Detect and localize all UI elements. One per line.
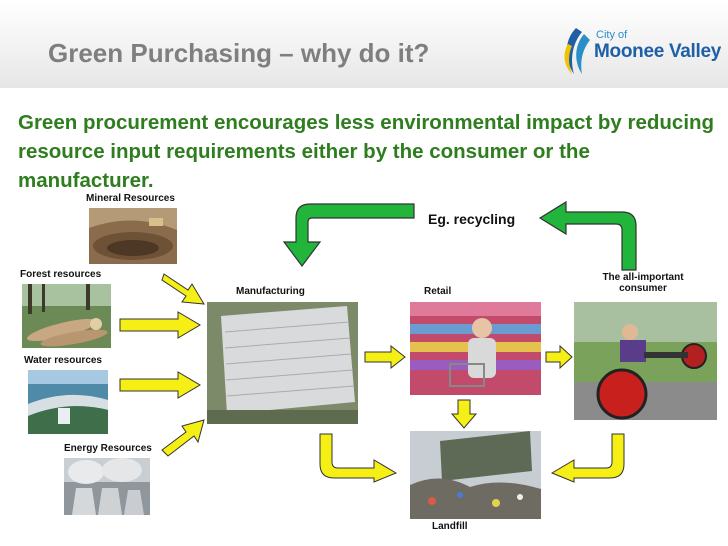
arrow-consumer-to-landfill-icon bbox=[550, 433, 625, 483]
label-forest-resources: Forest resources bbox=[20, 269, 102, 280]
label-energy-resources: Energy Resources bbox=[64, 443, 152, 454]
energy-power-station-photo bbox=[64, 458, 150, 515]
mineral-mine-photo bbox=[89, 208, 177, 264]
arrow-water-to-manufacturing-icon bbox=[119, 371, 201, 399]
consumer-trike-photo bbox=[574, 302, 717, 420]
arrow-forest-to-manufacturing-icon bbox=[119, 311, 201, 339]
forest-logs-photo bbox=[22, 284, 111, 348]
intro-statement: Green procurement encourages less enviro… bbox=[18, 111, 715, 192]
water-dam-photo bbox=[28, 370, 108, 434]
arrow-manufacturing-to-landfill-icon bbox=[319, 433, 398, 483]
header-bar bbox=[0, 0, 728, 88]
label-mineral-resources: Mineral Resources bbox=[86, 193, 175, 204]
arrow-retail-to-consumer-icon bbox=[545, 345, 573, 369]
arrow-mineral-to-manufacturing-icon bbox=[161, 273, 205, 305]
city-logo: City of Moonee Valley bbox=[560, 24, 721, 80]
label-manufacturing: Manufacturing bbox=[236, 286, 305, 297]
swoosh-logo-icon bbox=[564, 28, 590, 74]
label-consumer: The all-important consumer bbox=[602, 272, 684, 294]
recycling-label: Eg. recycling bbox=[428, 211, 516, 227]
landfill-truck-photo bbox=[410, 431, 541, 519]
manufacturing-factory-photo bbox=[207, 302, 358, 424]
arrow-retail-to-landfill-icon bbox=[450, 399, 478, 429]
retail-shopper-photo bbox=[410, 302, 541, 395]
recycle-arrow-left-icon bbox=[282, 203, 415, 267]
slide-title: Green Purchasing – why do it? bbox=[48, 38, 430, 68]
logo-name: Moonee Valley bbox=[594, 41, 722, 62]
logo-city-of: City of bbox=[596, 29, 628, 41]
arrow-manufacturing-to-retail-icon bbox=[364, 345, 406, 369]
arrow-energy-to-manufacturing-icon bbox=[161, 419, 205, 457]
label-water-resources: Water resources bbox=[24, 355, 102, 366]
label-landfill: Landfill bbox=[432, 521, 468, 532]
recycle-arrow-right-icon bbox=[538, 200, 637, 271]
label-retail: Retail bbox=[424, 286, 452, 297]
